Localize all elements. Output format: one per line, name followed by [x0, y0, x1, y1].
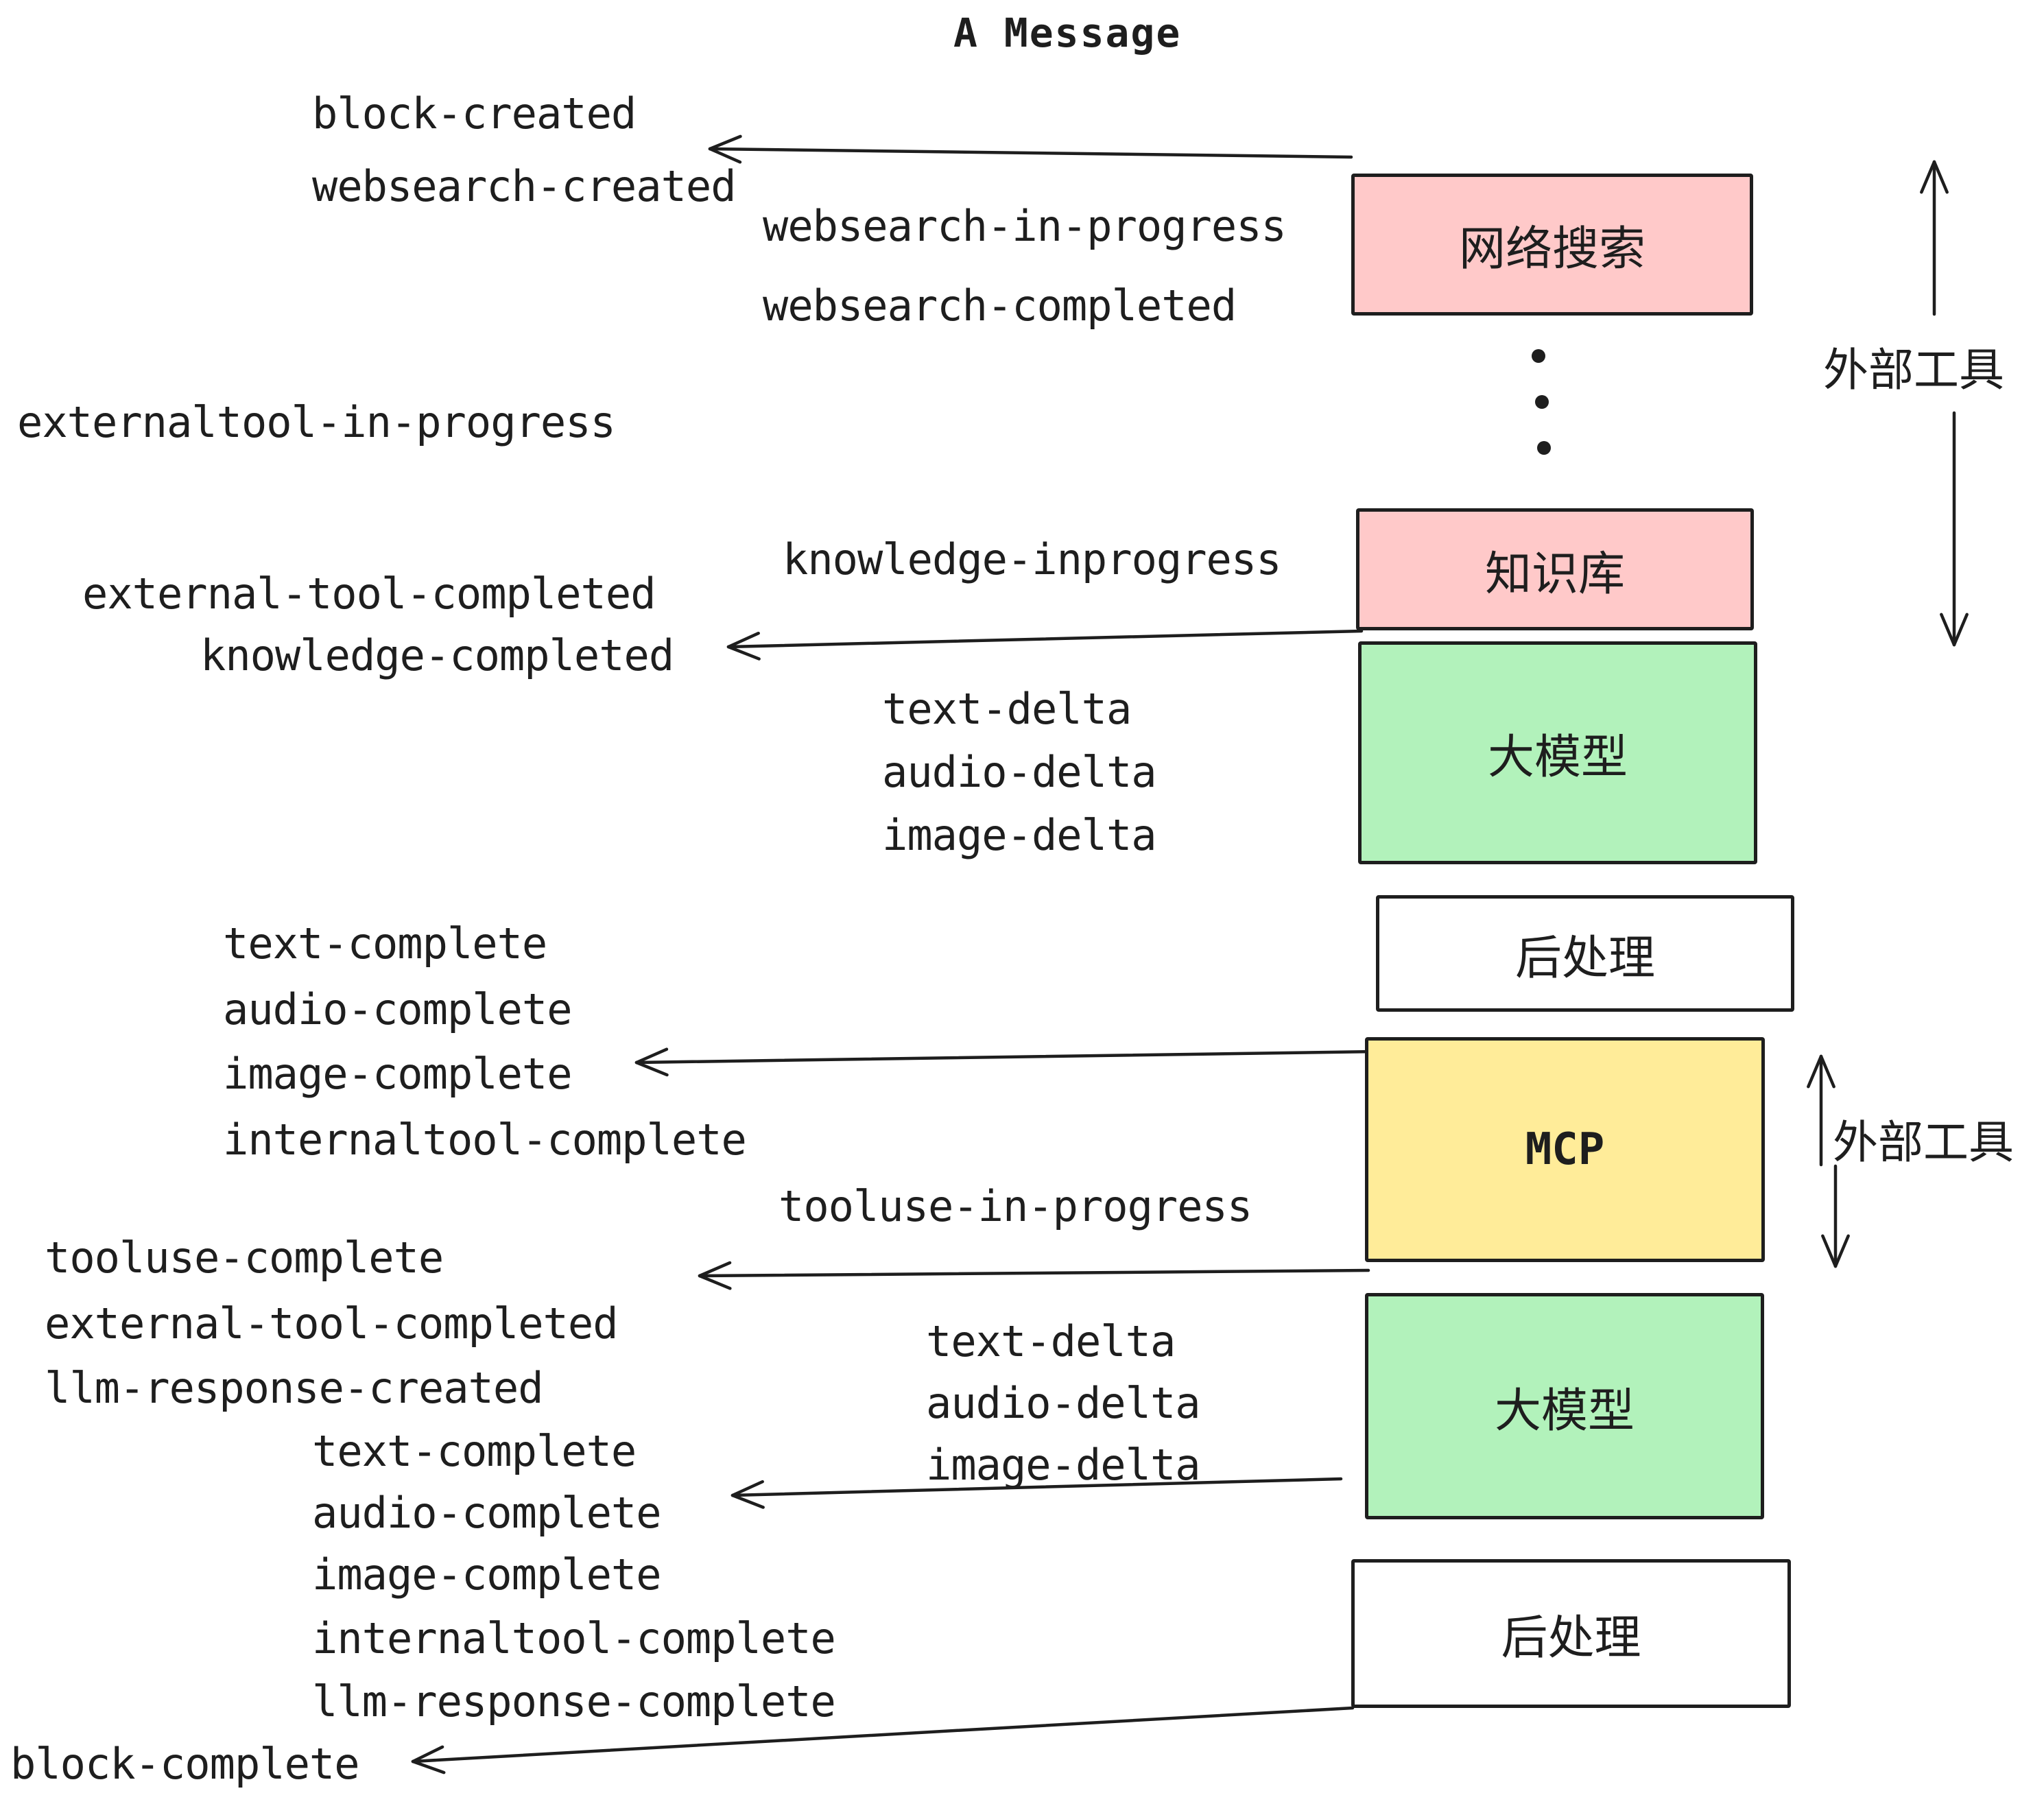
event-websearch-completed: websearch-completed	[763, 281, 1237, 331]
event-external-tool-completed: external-tool-completed	[82, 569, 656, 619]
event-audio-delta-2: audio-delta	[926, 1378, 1201, 1428]
arrow-to-knowledge-completed	[726, 629, 1364, 661]
event-tooluse-complete: tooluse-complete	[45, 1233, 444, 1283]
event-audio-complete-2: audio-complete	[312, 1488, 662, 1538]
event-text-delta-2: text-delta	[926, 1316, 1176, 1366]
box-postprocess-1: 后处理	[1376, 895, 1794, 1012]
event-block-created: block-created	[312, 88, 637, 139]
event-llm-response-complete: llm-response-complete	[312, 1676, 836, 1726]
event-image-delta-2: image-delta	[926, 1440, 1201, 1490]
label-external-tools-top: 外部工具	[1823, 344, 2004, 396]
event-image-complete-2: image-complete	[312, 1550, 662, 1600]
event-block-complete: block-complete	[10, 1739, 360, 1789]
box-knowledge: 知识库	[1356, 508, 1754, 630]
diagram-title: A Message	[953, 10, 1182, 56]
event-knowledge-inprogress: knowledge-inprogress	[783, 534, 1282, 584]
arrow-external-tools-bottom-down	[1821, 1164, 1850, 1268]
event-image-delta: image-delta	[882, 810, 1157, 860]
event-externaltool-in-progress: externaltool-in-progress	[17, 397, 616, 447]
label-external-tools-bottom: 外部工具	[1833, 1116, 2014, 1169]
event-image-complete: image-complete	[223, 1049, 573, 1099]
event-llm-response-created: llm-response-created	[45, 1363, 544, 1413]
event-knowledge-completed: knowledge-completed	[200, 630, 674, 680]
box-postprocess-2: 后处理	[1351, 1559, 1791, 1708]
arrow-websearch-to-block-created	[708, 134, 1353, 164]
event-text-complete-2: text-complete	[312, 1426, 637, 1476]
event-websearch-in-progress: websearch-in-progress	[763, 201, 1287, 251]
event-websearch-created: websearch-created	[312, 161, 737, 211]
event-text-delta: text-delta	[882, 684, 1132, 734]
event-internaltool-complete-2: internaltool-complete	[312, 1613, 836, 1663]
arrow-to-image-complete	[634, 1047, 1377, 1077]
event-external-tool-completed-2: external-tool-completed	[45, 1298, 619, 1349]
event-text-complete: text-complete	[223, 918, 547, 969]
box-mcp: MCP	[1365, 1037, 1765, 1262]
box-llm-2: 大模型	[1365, 1293, 1764, 1519]
box-llm-1: 大模型	[1358, 641, 1757, 864]
box-websearch: 网络搜索	[1351, 174, 1753, 316]
arrow-external-tools-top-down	[1940, 411, 1969, 647]
event-audio-delta: audio-delta	[882, 747, 1157, 797]
event-tooluse-in-progress: tooluse-in-progress	[779, 1181, 1252, 1231]
arrow-external-tools-top-up	[1920, 160, 1949, 316]
event-audio-complete: audio-complete	[223, 984, 573, 1034]
arrow-external-tools-bottom-up	[1807, 1054, 1835, 1167]
ellipsis-dots	[1532, 349, 1551, 455]
arrow-to-external-tool-completed	[698, 1261, 1370, 1290]
event-internaltool-complete: internaltool-complete	[223, 1115, 747, 1165]
